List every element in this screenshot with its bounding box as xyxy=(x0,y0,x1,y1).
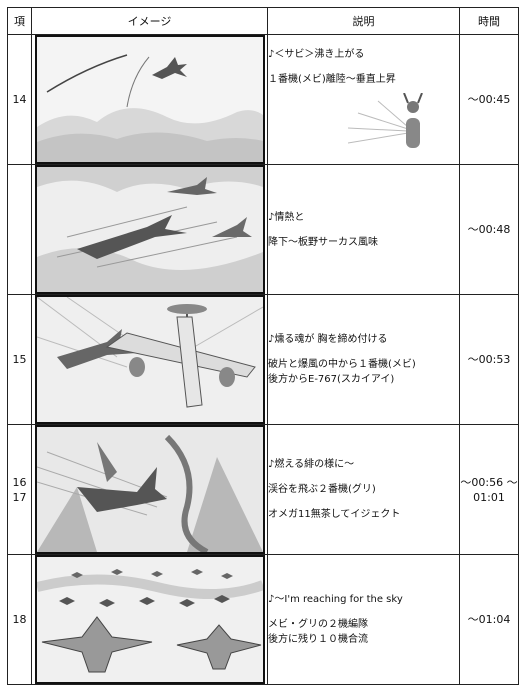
scene-description: ♪情熱と 降下～板野サーカス風味 xyxy=(267,164,460,295)
scene-row: 15 ♪燻る魂 xyxy=(7,294,519,425)
storyboard-sheet: 項 イメージ 説明 時間 14 xyxy=(7,7,519,694)
header-description: 説明 xyxy=(267,7,460,35)
time-line: ～00:53 xyxy=(467,353,511,366)
scene-number: 15 xyxy=(7,294,32,425)
scene-time: ～00:53 xyxy=(459,294,519,425)
storyboard-table: 項 イメージ 説明 時間 14 xyxy=(7,7,519,685)
scene-row: 18 ♪～I'm reaching for the sky メビ・グリの２機 xyxy=(7,554,519,685)
scene-image-cell xyxy=(31,294,268,425)
scene-number-line: 17 xyxy=(12,490,27,504)
description-line: 後方に残り１０機合流 xyxy=(268,634,368,645)
description-line: オメガ11無茶してイジェクト xyxy=(268,509,401,520)
scene-number: 14 xyxy=(7,34,32,165)
storyboard-sketch xyxy=(34,35,265,164)
scene-description: ♪＜サビ＞沸き上がる １番機(メビ)離陸～垂直上昇 xyxy=(267,34,460,165)
description-line: ♪＜サビ＞沸き上がる xyxy=(268,48,365,60)
scene-description: ♪燃える緋の様に～ 渓谷を飛ぶ２番機(グリ) オメガ11無茶してイジェクト xyxy=(267,424,460,555)
scene-image-cell xyxy=(31,34,268,165)
scene-number-line: 14 xyxy=(12,93,27,106)
scene-row: 14 ♪＜サビ＞沸き上がる １番機(メビ)離陸～垂直上昇 xyxy=(7,34,519,165)
storyboard-sketch xyxy=(34,165,265,294)
description-line: ♪燃える緋の様に～ xyxy=(268,459,355,470)
time-line: ～01:01 xyxy=(473,475,518,504)
header-row: 項 イメージ 説明 時間 xyxy=(7,7,519,35)
scene-row: 16 17 ♪燃える緋の様に～ 渓谷を飛ぶ２番機(グリ) xyxy=(7,424,519,555)
scene-description: ♪～I'm reaching for the sky メビ・グリの２機編隊 後方… xyxy=(267,554,460,685)
description-line: メビ・グリの２機編隊 xyxy=(268,619,368,630)
scene-number: 16 17 xyxy=(7,424,32,555)
scene-image-cell xyxy=(31,164,268,295)
time-line: ～01:04 xyxy=(467,613,511,626)
scene-number-line: 18 xyxy=(12,613,27,626)
description-line: ♪～I'm reaching for the sky xyxy=(268,594,403,605)
header-no: 項 xyxy=(7,7,32,35)
scene-number: 18 xyxy=(7,554,32,685)
storyboard-sketch xyxy=(34,295,265,424)
scene-time: ～00:48 xyxy=(459,164,519,295)
scene-number-line: 16 xyxy=(12,475,27,489)
scene-time: ～00:45 xyxy=(459,34,519,165)
scene-description: ♪燻る魂が 胸を締め付ける 破片と爆風の中から１番機(メビ) 後方からE-767… xyxy=(267,294,460,425)
pilot-sketch xyxy=(348,92,423,148)
description-line: 後方からE-767(スカイアイ) xyxy=(268,374,395,385)
scene-number xyxy=(7,164,32,295)
time-line: ～00:48 xyxy=(467,223,511,236)
scene-time: ～01:04 xyxy=(459,554,519,685)
header-image: イメージ xyxy=(31,7,268,35)
scene-row: ♪情熱と 降下～板野サーカス風味 ～00:48 xyxy=(7,164,519,295)
description-line: 破片と爆風の中から１番機(メビ) xyxy=(268,359,416,370)
description-line: ♪情熱と xyxy=(268,211,305,223)
header-time: 時間 xyxy=(459,7,519,35)
time-line: ～00:45 xyxy=(467,93,511,106)
scene-number-line: 15 xyxy=(12,353,27,366)
description-line: １番機(メビ)離陸～垂直上昇 xyxy=(268,73,396,85)
description-line: 渓谷を飛ぶ２番機(グリ) xyxy=(268,484,376,495)
storyboard-sketch xyxy=(34,425,265,554)
description-line: ♪燻る魂が 胸を締め付ける xyxy=(268,334,388,345)
scene-image-cell xyxy=(31,554,268,685)
storyboard-sketch xyxy=(34,555,265,684)
description-line: 降下～板野サーカス風味 xyxy=(268,236,378,248)
time-line: ～00:56 xyxy=(460,475,504,489)
scene-image-cell xyxy=(31,424,268,555)
scene-time: ～00:56 ～01:01 xyxy=(459,424,519,555)
